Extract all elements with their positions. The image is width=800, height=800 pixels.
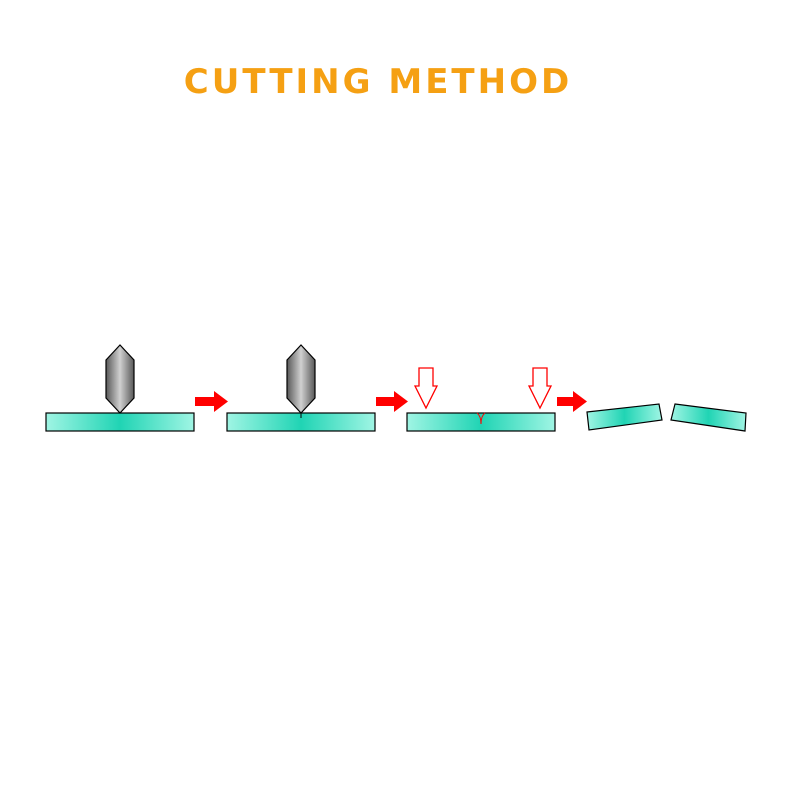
step-3-apply-pressure [406,367,556,432]
step-arrow-3 [557,391,587,412]
glass-piece-right [670,403,747,432]
arrow-right-icon [195,391,228,412]
step-1-place-cutter [45,344,195,432]
arrow-right-icon [557,391,587,412]
glass-plate [45,412,195,432]
step-4-break-glass [586,403,747,432]
arrow-down-outline-icon [413,367,439,410]
step-arrow-1 [195,391,228,412]
step-arrow-2 [376,391,408,412]
glass-piece-left [586,403,663,431]
step-2-score-glass [226,344,376,432]
page-title: CUTTING METHOD [183,62,573,102]
cutter-wheel-icon [105,344,135,414]
score-mark [476,412,486,425]
arrow-right-icon [376,391,408,412]
cutter-wheel-icon [286,344,316,414]
arrow-down-outline-icon [527,367,553,410]
